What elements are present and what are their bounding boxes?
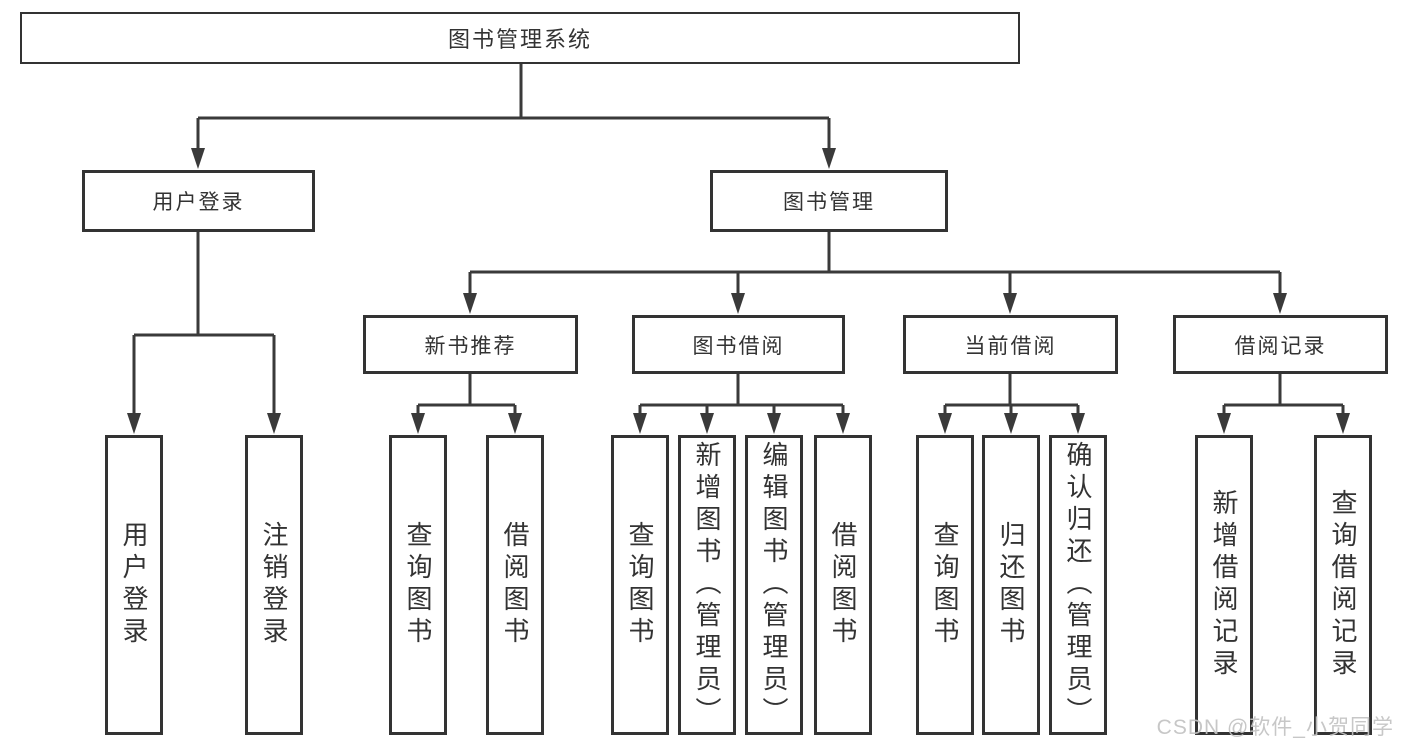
leaf-user-login: 用户登录 [105,435,163,735]
leaf-cb-confirm-return: 确认归还（管理员） [1049,435,1107,735]
leaf-user-login-label: 用户登录 [119,521,149,649]
node-root: 图书管理系统 [20,12,1020,64]
leaf-cb-return-book-label: 归还图书 [996,521,1026,649]
leaf-bb-edit-book-label: 编辑图书（管理员） [759,441,789,729]
node-book-borrow-label: 图书借阅 [692,334,785,358]
leaf-bb-add-book: 新增图书（管理员） [678,435,736,735]
node-current-borrow: 当前借阅 [903,315,1118,374]
leaf-bb-borrow-book: 借阅图书 [814,435,872,735]
leaf-logout: 注销登录 [245,435,303,735]
leaf-cb-query-book: 查询图书 [916,435,974,735]
node-new-book-rec: 新书推荐 [363,315,578,374]
leaf-br-query-record: 查询借阅记录 [1314,435,1372,735]
node-book-mgmt-label: 图书管理 [783,191,875,214]
csdn-watermark: CSDN @软件_小贺同学 [1156,716,1394,739]
node-book-mgmt: 图书管理 [710,170,948,232]
node-user-login-label: 用户登录 [152,191,245,214]
leaf-bb-borrow-book-label: 借阅图书 [828,521,858,649]
leaf-bb-edit-book: 编辑图书（管理员） [745,435,803,735]
leaf-nbr-borrow-book-label: 借阅图书 [500,521,530,649]
leaf-cb-return-book: 归还图书 [982,435,1040,735]
leaf-br-add-record-label: 新增借阅记录 [1209,489,1239,681]
node-book-borrow: 图书借阅 [632,315,845,374]
node-borrow-record: 借阅记录 [1173,315,1388,374]
leaf-nbr-query-book: 查询图书 [389,435,447,735]
node-new-book-rec-label: 新书推荐 [424,334,517,358]
node-user-login: 用户登录 [82,170,315,232]
node-root-label: 图书管理系统 [447,27,592,52]
leaf-bb-query-book-label: 查询图书 [625,521,655,649]
leaf-nbr-borrow-book: 借阅图书 [486,435,544,735]
connector-lines [132,63,1345,415]
leaf-cb-query-book-label: 查询图书 [930,521,960,649]
leaf-logout-label: 注销登录 [259,521,289,649]
leaf-bb-query-book: 查询图书 [611,435,669,735]
leaf-cb-confirm-return-label: 确认归还（管理员） [1063,441,1093,729]
node-borrow-record-label: 借阅记录 [1234,334,1327,358]
node-current-borrow-label: 当前借阅 [964,334,1057,358]
leaf-br-query-record-label: 查询借阅记录 [1328,489,1358,681]
leaf-bb-add-book-label: 新增图书（管理员） [692,441,722,729]
leaf-nbr-query-book-label: 查询图书 [403,521,433,649]
leaf-br-add-record: 新增借阅记录 [1195,435,1253,735]
